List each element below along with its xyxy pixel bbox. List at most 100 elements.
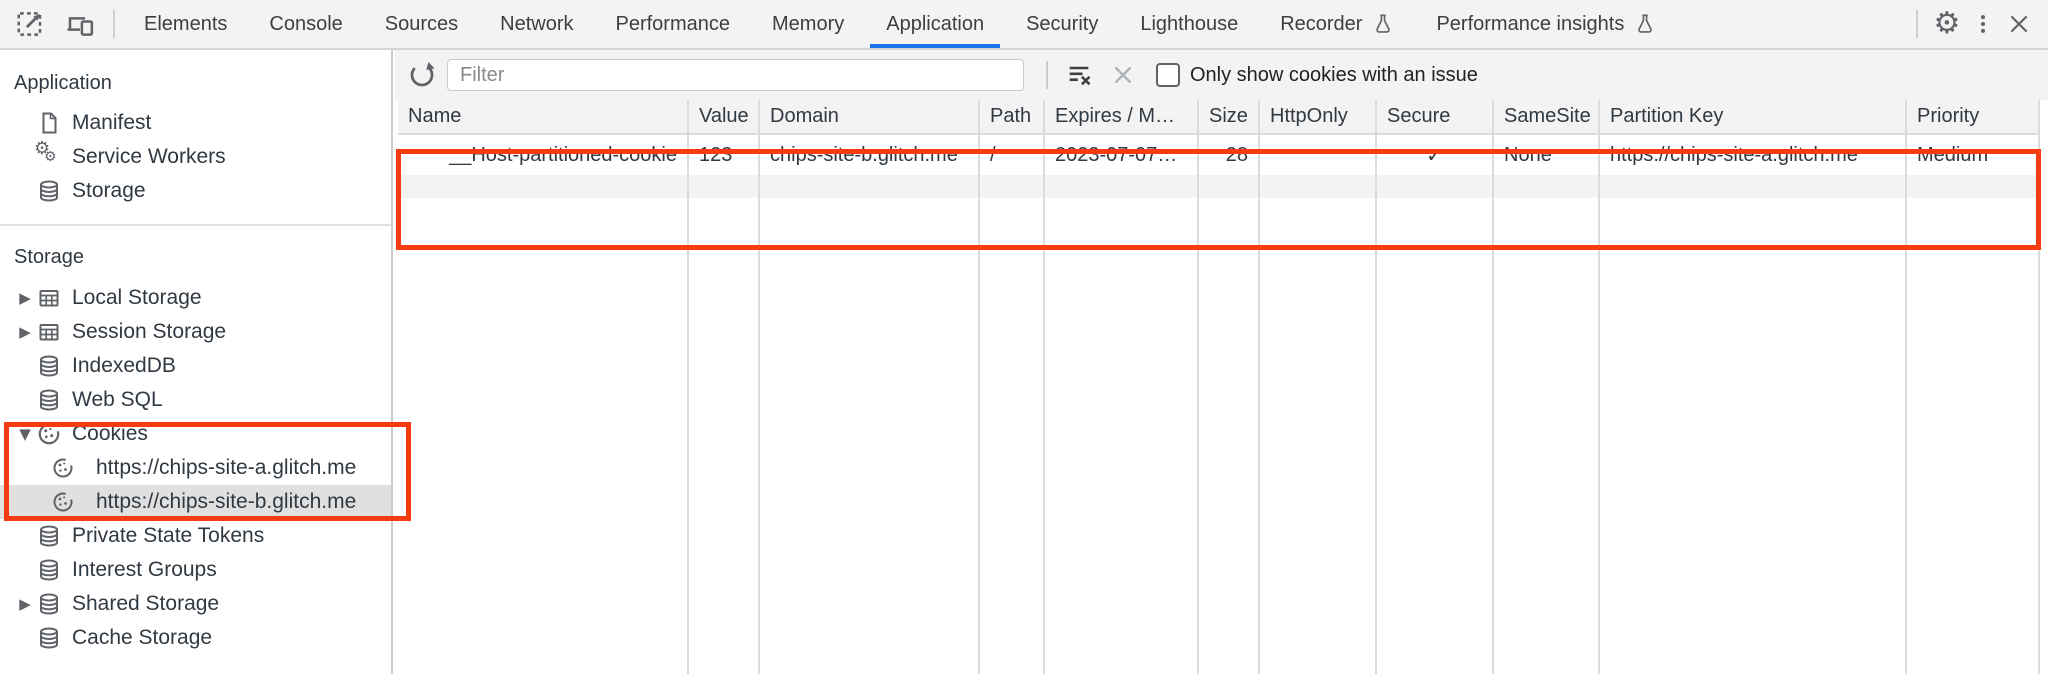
tab-recorder[interactable]: Recorder bbox=[1259, 0, 1415, 48]
tabbar-separator bbox=[1916, 10, 1918, 38]
empty-column-tail bbox=[1260, 198, 1377, 674]
panel-tabs: Elements Console Sources Network Perform… bbox=[123, 0, 1677, 48]
sidebar-item-cache-storage[interactable]: Cache Storage bbox=[0, 621, 391, 655]
tab-lighthouse[interactable]: Lighthouse bbox=[1140, 12, 1239, 35]
service-workers-gears-icon: ⚙⚙ bbox=[34, 138, 57, 165]
cookie-cell-domain[interactable]: chips-site-b.glitch.me bbox=[760, 135, 980, 175]
sidebar-item-manifest[interactable]: Manifest bbox=[0, 106, 391, 140]
tab-console[interactable]: Console bbox=[269, 12, 343, 35]
empty-column-tail bbox=[1377, 198, 1494, 674]
cookie-cell-name[interactable]: __Host-partitioned-cookie bbox=[398, 135, 689, 175]
cookie-cell-size[interactable]: 28 bbox=[1199, 135, 1260, 175]
column-header-name[interactable]: Name bbox=[398, 100, 689, 135]
section-title-application: Application bbox=[14, 71, 112, 94]
tabbar-right-icons: ⚙ bbox=[1904, 7, 2048, 41]
column-header-partition-key[interactable]: Partition Key bbox=[1600, 100, 1907, 135]
column-header-domain[interactable]: Domain bbox=[760, 100, 980, 135]
cookie-icon bbox=[36, 421, 62, 447]
tab-performance-insights[interactable]: Performance insights bbox=[1415, 0, 1677, 48]
sidebar-item-cookies[interactable]: ▼ Cookies bbox=[0, 417, 391, 451]
cookie-cell-priority[interactable]: Medium bbox=[1907, 135, 2040, 175]
database-icon bbox=[36, 523, 62, 549]
database-icon bbox=[36, 178, 62, 204]
cookie-cell-samesite[interactable]: None bbox=[1494, 135, 1600, 175]
only-issue-cookies-checkbox[interactable] bbox=[1156, 63, 1180, 87]
table-grid-icon bbox=[36, 285, 62, 311]
table-grid-icon bbox=[36, 319, 62, 345]
column-header-secure[interactable]: Secure bbox=[1377, 100, 1494, 135]
only-issue-cookies-label: Only show cookies with an issue bbox=[1190, 63, 1478, 86]
tabbar-left-icons bbox=[0, 7, 123, 41]
devtools-tabbar: Elements Console Sources Network Perform… bbox=[0, 0, 2048, 50]
filler-cell bbox=[1199, 175, 1260, 198]
tab-security[interactable]: Security bbox=[1026, 12, 1099, 35]
cookie-cell-httponly[interactable] bbox=[1260, 135, 1377, 175]
more-options-icon[interactable] bbox=[1970, 7, 1996, 41]
cookie-cell-path[interactable]: / bbox=[980, 135, 1045, 175]
application-panel-sidebar: Application Manifest ⚙⚙ Service Workers bbox=[0, 50, 411, 674]
tab-sources[interactable]: Sources bbox=[384, 12, 459, 35]
cookie-cell-partition-key[interactable]: https://chips-site-a.glitch.me bbox=[1600, 135, 1907, 175]
sidebar-section-divider bbox=[0, 224, 391, 226]
chevron-collapsed-icon[interactable]: ▶ bbox=[19, 323, 31, 341]
tab-application[interactable]: Application bbox=[865, 0, 1005, 48]
database-icon bbox=[36, 353, 62, 379]
column-header-size[interactable]: Size bbox=[1199, 100, 1260, 135]
sidebar-item-local-storage[interactable]: ▶ Local Storage bbox=[0, 281, 391, 315]
filler-cell bbox=[1907, 175, 2040, 198]
sidebar-item-indexeddb[interactable]: IndexedDB bbox=[0, 349, 391, 383]
chevron-expanded-icon[interactable]: ▼ bbox=[19, 425, 31, 443]
empty-column-tail bbox=[760, 198, 980, 674]
sidebar-item-storage[interactable]: Storage bbox=[0, 174, 391, 208]
sidebar-item-interest-groups[interactable]: Interest Groups bbox=[0, 553, 391, 587]
empty-column-tail bbox=[1199, 198, 1260, 674]
cookie-cell-secure-checkmark[interactable]: ✓ bbox=[1377, 135, 1494, 175]
column-header-path[interactable]: Path bbox=[980, 100, 1045, 135]
filter-input[interactable] bbox=[447, 59, 1024, 91]
close-devtools-icon[interactable] bbox=[2002, 7, 2036, 41]
sidebar-item-cookies-chips-site-a[interactable]: https://chips-site-a.glitch.me bbox=[0, 451, 391, 485]
sidebar-item-service-workers[interactable]: ⚙⚙ Service Workers bbox=[34, 138, 226, 169]
filler-cell bbox=[1494, 175, 1600, 198]
cookies-table: Name Value Domain Path Expires / M… Size… bbox=[398, 100, 2040, 674]
chevron-collapsed-icon[interactable]: ▶ bbox=[19, 595, 31, 613]
filler-cell bbox=[1600, 175, 1907, 198]
tab-memory[interactable]: Memory bbox=[772, 12, 845, 35]
empty-column-tail bbox=[1045, 198, 1199, 674]
inspect-element-icon[interactable] bbox=[13, 7, 47, 41]
cookie-cell-expires[interactable]: 2023-07-07… bbox=[1045, 135, 1199, 175]
empty-column-tail bbox=[1494, 198, 1600, 674]
column-header-priority[interactable]: Priority bbox=[1907, 100, 2040, 135]
database-icon bbox=[36, 387, 62, 413]
cookie-cell-value[interactable]: 123 bbox=[689, 135, 760, 175]
cookies-pane: Only show cookies with an issue Name Val… bbox=[395, 50, 2048, 674]
sidebar-item-web-sql[interactable]: Web SQL bbox=[0, 383, 391, 417]
column-header-value[interactable]: Value bbox=[689, 100, 760, 135]
empty-column-tail bbox=[398, 198, 689, 674]
filler-cell bbox=[398, 175, 689, 198]
column-header-samesite[interactable]: SameSite bbox=[1494, 100, 1600, 135]
empty-column-tail bbox=[980, 198, 1045, 674]
tab-elements[interactable]: Elements bbox=[144, 12, 228, 35]
device-toolbar-icon[interactable] bbox=[63, 7, 97, 41]
settings-gear-icon[interactable]: ⚙ bbox=[1933, 6, 1961, 41]
sidebar-item-shared-storage[interactable]: ▶ Shared Storage bbox=[0, 587, 391, 621]
section-title-storage: Storage bbox=[14, 245, 85, 268]
sidebar-item-session-storage[interactable]: ▶ Session Storage bbox=[0, 315, 391, 349]
sidebar-item-private-state-tokens[interactable]: Private State Tokens bbox=[0, 519, 391, 553]
chevron-collapsed-icon[interactable]: ▶ bbox=[19, 289, 31, 307]
column-header-expires[interactable]: Expires / M… bbox=[1045, 100, 1199, 135]
database-icon bbox=[36, 557, 62, 583]
delete-icon[interactable] bbox=[1106, 58, 1140, 92]
filler-cell bbox=[1377, 175, 1494, 198]
column-header-httponly[interactable]: HttpOnly bbox=[1260, 100, 1377, 135]
filler-cell bbox=[1045, 175, 1199, 198]
filler-cell bbox=[1260, 175, 1377, 198]
refresh-icon[interactable] bbox=[405, 58, 439, 92]
tab-performance[interactable]: Performance bbox=[615, 12, 731, 35]
tab-network[interactable]: Network bbox=[500, 12, 574, 35]
clear-filter-icon[interactable] bbox=[1062, 58, 1096, 92]
sidebar-item-cookies-chips-site-b[interactable]: https://chips-site-b.glitch.me bbox=[0, 485, 391, 519]
empty-column-tail bbox=[1600, 198, 1907, 674]
empty-column-tail bbox=[1907, 198, 2040, 674]
